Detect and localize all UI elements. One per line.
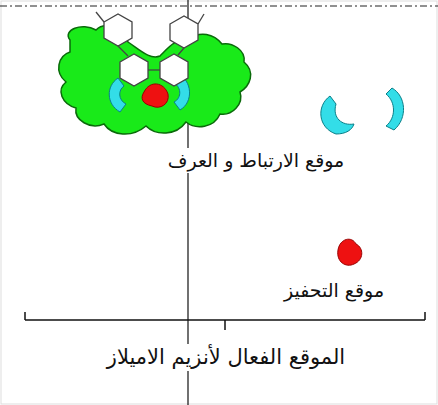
binding-site bbox=[109, 78, 126, 112]
enzyme-body bbox=[59, 26, 251, 134]
dash-dot-line bbox=[0, 5, 438, 6]
binding-site-part bbox=[386, 88, 404, 130]
label: الموقع الفعال لأنزيم الاميلاز bbox=[104, 344, 348, 371]
catalytic-site bbox=[142, 84, 168, 107]
substrate-chain bbox=[96, 12, 204, 86]
binding-site-part bbox=[321, 96, 354, 134]
label: موقع التحفيز bbox=[281, 278, 387, 303]
label: موقع الارتباط و العرف bbox=[165, 148, 348, 173]
catalytic-site-part bbox=[338, 239, 362, 265]
bracket bbox=[25, 312, 425, 330]
